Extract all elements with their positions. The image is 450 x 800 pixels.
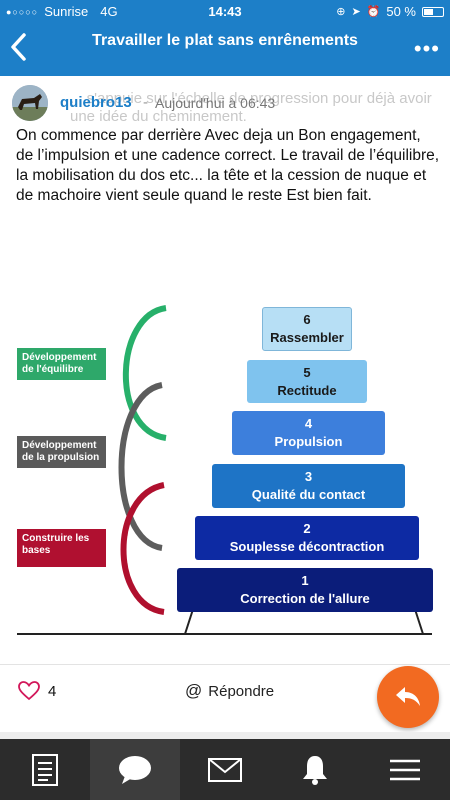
tier-number: 4 bbox=[304, 416, 313, 431]
tier-number: 2 bbox=[303, 521, 311, 536]
quick-reply-button[interactable] bbox=[377, 666, 439, 728]
side-label-propulsion-text: Développement de la propulsion bbox=[22, 440, 100, 463]
tier-label: Rassembler bbox=[270, 330, 344, 345]
page-title: Travailler le plat sans enrênements bbox=[92, 32, 358, 49]
tier-label: Rectitude bbox=[277, 382, 337, 398]
document-icon bbox=[32, 753, 58, 786]
tab-topics[interactable] bbox=[0, 739, 90, 800]
tab-chat[interactable] bbox=[90, 739, 180, 800]
tier-number: 3 bbox=[304, 469, 313, 484]
post-header: ... s'appuie sur l'échelle de progressio… bbox=[0, 80, 450, 126]
post-actions: 4 @ Répondre bbox=[0, 664, 450, 716]
side-label-bases: Construire les bases bbox=[17, 529, 106, 567]
reply-arrow-icon bbox=[396, 687, 420, 706]
side-label-propulsion: Développement de la propulsion bbox=[17, 436, 106, 468]
back-button[interactable] bbox=[8, 32, 38, 66]
horse-avatar-icon bbox=[12, 85, 48, 121]
tier-5: 5 Rectitude bbox=[247, 360, 367, 403]
tier-number: 1 bbox=[301, 573, 309, 588]
reply-button[interactable]: @ Répondre bbox=[185, 681, 274, 701]
tier-3: 3 Qualité du contact bbox=[212, 464, 405, 508]
at-sign-icon: @ bbox=[185, 681, 203, 700]
tabbar-divider bbox=[0, 732, 450, 739]
tier-label: Qualité du contact bbox=[251, 487, 366, 502]
tier-6: 6 Rassembler bbox=[262, 307, 352, 351]
alarm-icon: ⏰ bbox=[366, 6, 381, 18]
signal-icon: ●○○○○ bbox=[6, 6, 39, 17]
side-label-bases-text: Construire les bases bbox=[22, 533, 90, 556]
battery-percent: 50 % bbox=[386, 4, 416, 19]
tier-4: 4 Propulsion bbox=[232, 411, 385, 455]
network-type: 4G bbox=[100, 4, 118, 19]
tier-number: 5 bbox=[303, 364, 311, 380]
avatar[interactable] bbox=[12, 85, 48, 121]
tier-label: Correction de l'allure bbox=[240, 591, 370, 606]
side-label-balance: Développement de l'équilibre bbox=[17, 348, 106, 380]
ghost-text: ... s'appuie sur l'échelle de progressio… bbox=[70, 90, 432, 125]
status-right: ⊕ ➤ ⏰ 50 % bbox=[336, 4, 444, 19]
tab-messages[interactable] bbox=[180, 739, 270, 800]
like-button[interactable]: 4 bbox=[18, 681, 56, 701]
status-bar: ●○○○○ Sunrise 4G 14:43 ⊕ ➤ ⏰ 50 % bbox=[0, 0, 450, 22]
bottom-tab-bar bbox=[0, 739, 450, 800]
reply-label: Répondre bbox=[208, 682, 275, 700]
rotation-lock-icon: ⊕ bbox=[336, 6, 346, 18]
mail-icon bbox=[208, 757, 242, 782]
post-timestamp: Aujourd'hui à 06:43 bbox=[155, 95, 276, 111]
more-options-button[interactable]: ••• bbox=[414, 36, 440, 62]
tier-label: Propulsion bbox=[274, 434, 343, 449]
gray-bracket bbox=[118, 382, 163, 551]
header-separator: - bbox=[143, 94, 148, 111]
training-scale-diagram: Développement de l'équilibre Développeme… bbox=[0, 290, 450, 650]
battery-fill bbox=[424, 8, 433, 15]
menu-icon bbox=[390, 759, 420, 780]
heart-icon bbox=[18, 681, 40, 701]
tier-number: 6 bbox=[303, 312, 311, 327]
author-name[interactable]: quiebro13 bbox=[60, 94, 132, 111]
bell-icon bbox=[303, 755, 327, 785]
post-body: On commence par derrière Avec deja un Bo… bbox=[16, 127, 440, 204]
like-count: 4 bbox=[48, 682, 57, 700]
navigation-bar: Travailler le plat sans enrênements ••• bbox=[0, 22, 450, 76]
red-bracket bbox=[120, 482, 165, 615]
battery-icon bbox=[422, 6, 444, 17]
tier-label: Souplesse décontraction bbox=[229, 539, 385, 554]
location-icon: ➤ bbox=[351, 6, 361, 18]
more-icon: ••• bbox=[413, 36, 440, 61]
tier-2: 2 Souplesse décontraction bbox=[195, 516, 419, 560]
chevron-left-icon bbox=[11, 33, 26, 61]
side-label-balance-text: Développement de l'équilibre bbox=[22, 352, 97, 375]
chat-icon bbox=[119, 755, 151, 784]
green-bracket bbox=[122, 305, 167, 441]
clock: 14:43 bbox=[208, 4, 242, 19]
carrier-name: Sunrise bbox=[44, 4, 89, 19]
status-left: ●○○○○ Sunrise 4G bbox=[6, 4, 118, 19]
tab-notifications[interactable] bbox=[270, 739, 360, 800]
tier-1: 1 Correction de l'allure bbox=[177, 568, 433, 612]
tab-menu[interactable] bbox=[360, 739, 450, 800]
